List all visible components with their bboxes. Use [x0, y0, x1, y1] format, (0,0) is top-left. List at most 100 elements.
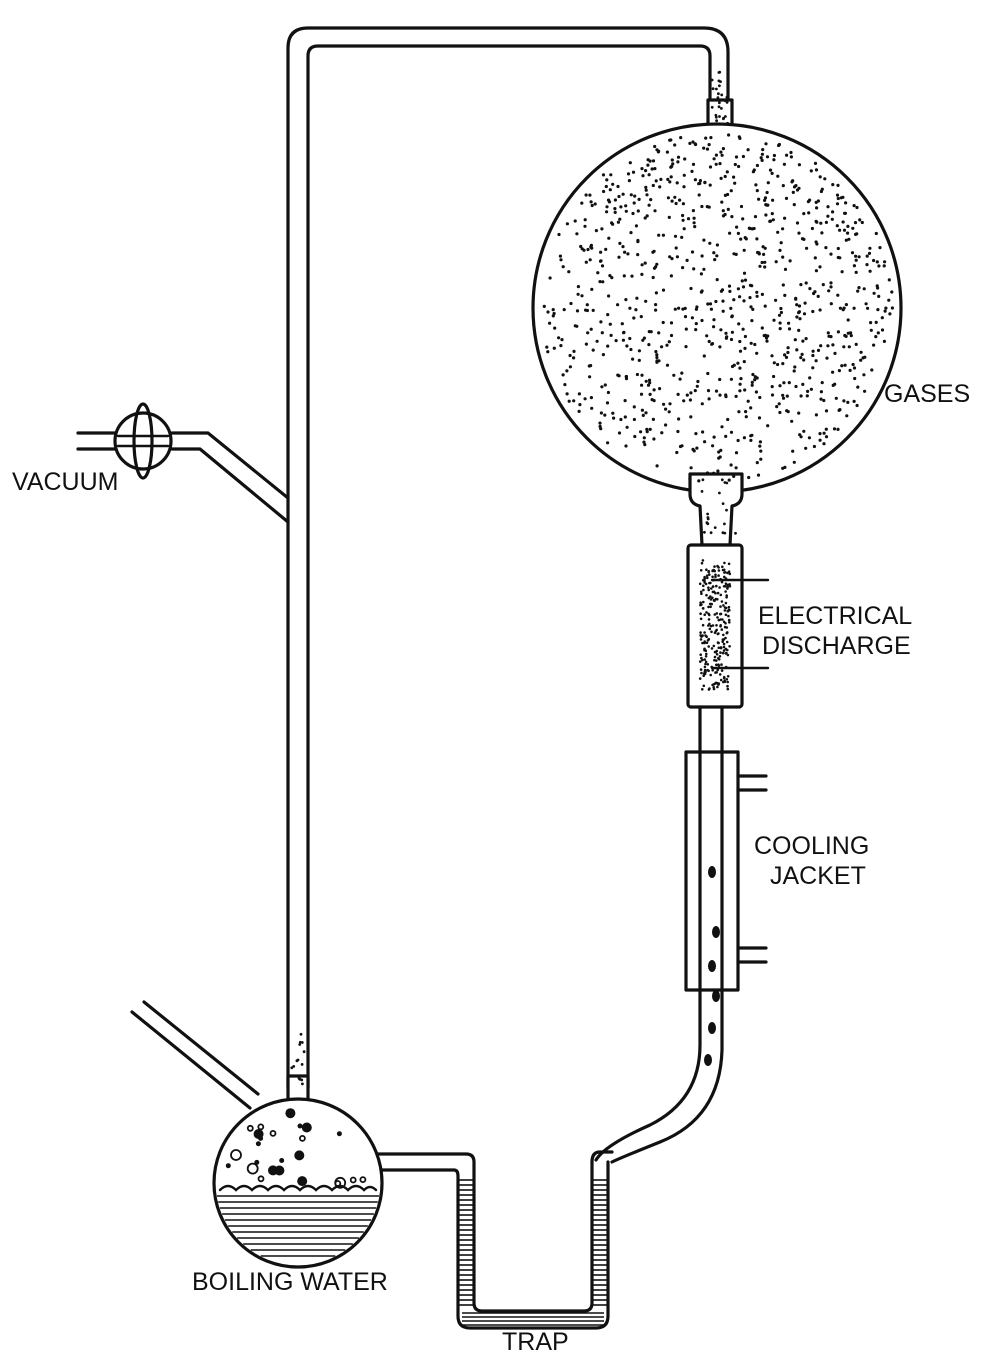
- stipple-dot: [596, 271, 600, 275]
- stipple-dot: [686, 217, 691, 221]
- stipple-dot: [703, 631, 706, 634]
- stipple-dot: [814, 413, 819, 417]
- boiling-flask: [130, 1000, 384, 1269]
- stipple-dot: [849, 334, 853, 338]
- vacuum-side-arm: [76, 431, 290, 524]
- stipple-dot: [772, 374, 776, 379]
- stipple-dot: [598, 280, 602, 284]
- steam-bubbles: [225, 1032, 367, 1189]
- stipple-dot: [738, 389, 742, 393]
- stipple-dot: [607, 236, 611, 240]
- stipple-dot: [860, 220, 864, 225]
- stipple-dot: [764, 336, 769, 340]
- stipple-dot: [759, 457, 763, 461]
- stipple-dot: [700, 671, 703, 675]
- stipple-dot: [626, 172, 631, 176]
- stipple-dot: [862, 373, 866, 377]
- stipple-dot: [847, 345, 851, 349]
- stipple-dot: [702, 600, 705, 604]
- stipple-dot: [724, 434, 728, 438]
- stipple-dot: [874, 335, 878, 339]
- stipple-dot: [890, 290, 894, 294]
- stipple-dot: [714, 591, 717, 595]
- stipple-dot: [829, 252, 833, 256]
- stipple-dot: [662, 402, 666, 406]
- stipple-dot: [834, 396, 838, 400]
- stipple-dot: [720, 580, 724, 584]
- stipple-dot: [697, 479, 701, 483]
- stipple-dot: [852, 306, 856, 310]
- stipple-dot: [641, 174, 645, 178]
- stipple-dot: [726, 631, 729, 634]
- stipple-dot: [667, 215, 671, 219]
- stipple-dot: [721, 531, 725, 535]
- stipple-dot: [721, 618, 724, 621]
- stipple-dot: [680, 444, 684, 448]
- stipple-dot: [758, 395, 762, 400]
- stipple-dot: [784, 196, 789, 200]
- stipple-dot: [708, 241, 712, 245]
- stipple-dot: [809, 169, 813, 173]
- stipple-dot: [772, 158, 776, 162]
- stipple-dot: [721, 299, 725, 303]
- stipple-dot: [880, 328, 885, 332]
- stipple-dot: [647, 343, 651, 347]
- stipple-dot: [724, 336, 729, 340]
- stipple-dot: [719, 593, 723, 597]
- stipple-dot: [629, 231, 633, 235]
- stipple-dot: [300, 1041, 304, 1044]
- stipple-dot: [711, 575, 714, 579]
- stipple-dot: [751, 307, 755, 311]
- stipple-dot: [807, 211, 811, 215]
- stopcock-icon[interactable]: [113, 402, 173, 480]
- stipple-dot: [602, 189, 606, 194]
- stipple-dot: [781, 362, 785, 366]
- stipple-dot: [797, 231, 801, 235]
- stipple-dot: [617, 431, 622, 435]
- stipple-dot: [755, 351, 759, 355]
- stipple-dot: [610, 221, 614, 225]
- stipple-dot: [700, 561, 704, 565]
- stipple-dot: [600, 331, 604, 335]
- cooling-jacket: [684, 750, 768, 992]
- stipple-dot: [583, 218, 587, 222]
- stipple-dot: [701, 430, 705, 434]
- stipple-dot: [760, 260, 764, 265]
- stipple-dot: [691, 209, 696, 213]
- stipple-dot: [783, 216, 787, 220]
- stipple-dot: [649, 330, 653, 334]
- stipple-dot: [738, 382, 742, 386]
- stipple-dot: [589, 200, 593, 204]
- stipple-dot: [706, 512, 709, 516]
- stipple-dot: [633, 194, 637, 198]
- stipple-dot: [632, 417, 637, 422]
- stipple-dot: [718, 393, 722, 397]
- stipple-dot: [557, 232, 561, 237]
- stipple-dot: [762, 252, 766, 256]
- stipple-dot: [779, 241, 783, 245]
- stipple-dot: [790, 419, 794, 423]
- stipple-dot: [560, 338, 564, 342]
- stipple-dot: [707, 339, 711, 344]
- stipple-dot: [789, 150, 793, 155]
- stipple-dot: [717, 92, 720, 96]
- stipple-dot: [872, 291, 876, 295]
- stipple-dot: [640, 408, 645, 412]
- stipple-dot: [644, 185, 648, 189]
- stipple-dot: [733, 162, 737, 167]
- stipple-dot: [842, 306, 846, 310]
- stipple-dot: [751, 170, 756, 174]
- stipple-dot: [728, 645, 731, 648]
- stipple-dot: [876, 331, 880, 335]
- stipple-dot: [586, 331, 590, 335]
- stipple-dot: [814, 359, 818, 363]
- stipple-dot: [718, 377, 722, 382]
- stipple-dot: [661, 233, 666, 237]
- stipple-dot: [781, 393, 785, 397]
- stipple-dot: [652, 249, 656, 253]
- stipple-dot: [844, 334, 848, 338]
- stipple-dot: [741, 154, 746, 159]
- stipple-dot: [727, 608, 731, 612]
- stipple-dot: [713, 526, 717, 529]
- stipple-dot: [836, 293, 840, 297]
